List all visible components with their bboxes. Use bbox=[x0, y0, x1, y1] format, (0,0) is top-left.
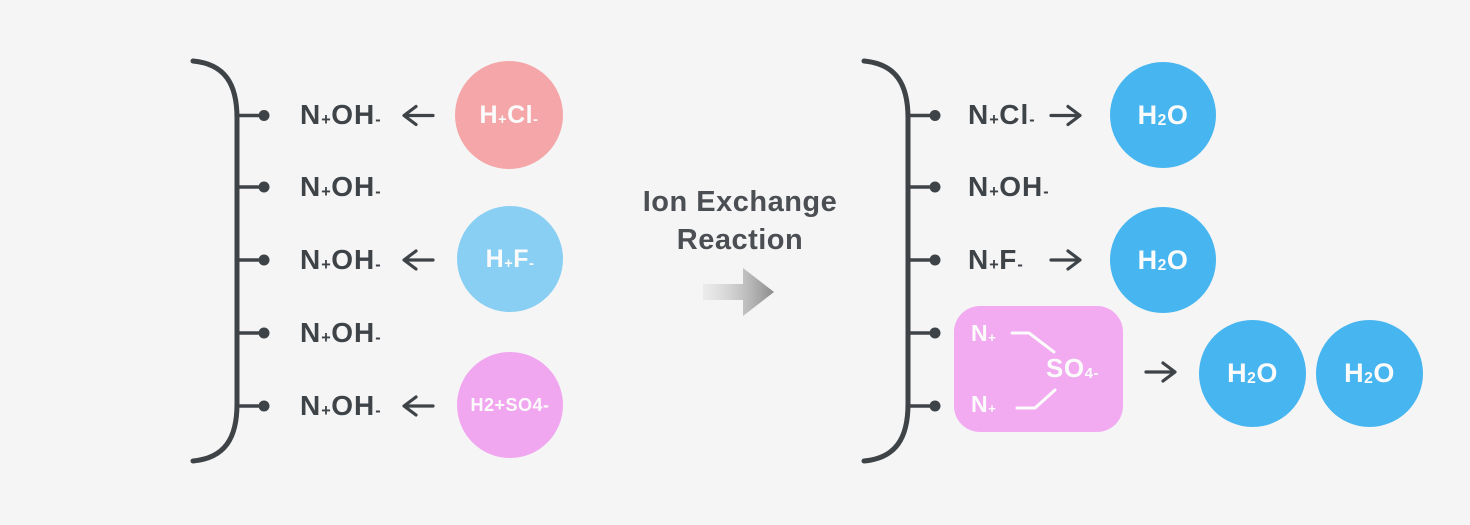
reaction-title-line2: Reaction bbox=[676, 224, 804, 256]
right-branch-dots bbox=[929, 110, 941, 412]
left-site-formula-4: N+OH- bbox=[300, 317, 382, 348]
incoming-arrow-left-icon bbox=[402, 395, 435, 417]
reaction-block-arrow-icon bbox=[703, 268, 774, 316]
left-branch-dots bbox=[258, 110, 270, 412]
incoming-ion-circle-h2so4: H2+SO4- bbox=[457, 352, 563, 458]
sulfate-anion-label: SO4- bbox=[1046, 353, 1099, 383]
water-label: H2O bbox=[1227, 358, 1278, 388]
water-label: H2O bbox=[1137, 244, 1189, 275]
right-resin-bracket bbox=[861, 58, 931, 464]
right-site-formula-1: N+Cl- bbox=[968, 99, 1036, 130]
product-arrow-right-icon bbox=[1049, 104, 1082, 127]
incoming-ion-circle-hcl: H+Cl- bbox=[455, 61, 563, 169]
water-product-circle-3: H2O bbox=[1199, 320, 1306, 427]
incoming-ion-label: H2+SO4- bbox=[470, 394, 550, 415]
water-product-circle-4: H2O bbox=[1316, 320, 1423, 427]
water-label: H2O bbox=[1344, 358, 1395, 388]
left-site-formula-5: N+OH- bbox=[300, 390, 382, 421]
bond-lines-icon bbox=[1010, 331, 1057, 410]
water-product-circle-1: H2O bbox=[1110, 62, 1216, 168]
sulfate-complex-box: N+ N+ SO4- bbox=[954, 306, 1123, 432]
incoming-ion-label: H+F- bbox=[485, 244, 535, 273]
incoming-ion-circle-hf: H+F- bbox=[457, 206, 563, 312]
right-site-formula-3: N+F- bbox=[968, 244, 1024, 275]
reaction-title: Ion Exchange Reaction bbox=[555, 183, 925, 259]
product-arrow-right-icon bbox=[1049, 249, 1082, 271]
sulfate-cation-top: N+ bbox=[971, 320, 997, 346]
water-product-circle-2: H2O bbox=[1110, 207, 1216, 313]
product-arrow-right-icon bbox=[1144, 361, 1177, 383]
incoming-ion-label: H+Cl- bbox=[479, 100, 539, 129]
left-site-formula-1: N+OH- bbox=[300, 99, 382, 130]
left-site-formula-3: N+OH- bbox=[300, 244, 382, 275]
left-resin-bracket bbox=[190, 58, 260, 464]
left-site-formula-2: N+OH- bbox=[300, 171, 382, 202]
water-label: H2O bbox=[1137, 99, 1189, 130]
reaction-title-line1: Ion Exchange bbox=[642, 186, 838, 218]
incoming-arrow-left-icon bbox=[402, 104, 435, 127]
sulfate-cation-bottom: N+ bbox=[971, 391, 997, 417]
right-site-formula-2: N+OH- bbox=[968, 171, 1050, 202]
incoming-arrow-left-icon bbox=[402, 249, 435, 271]
